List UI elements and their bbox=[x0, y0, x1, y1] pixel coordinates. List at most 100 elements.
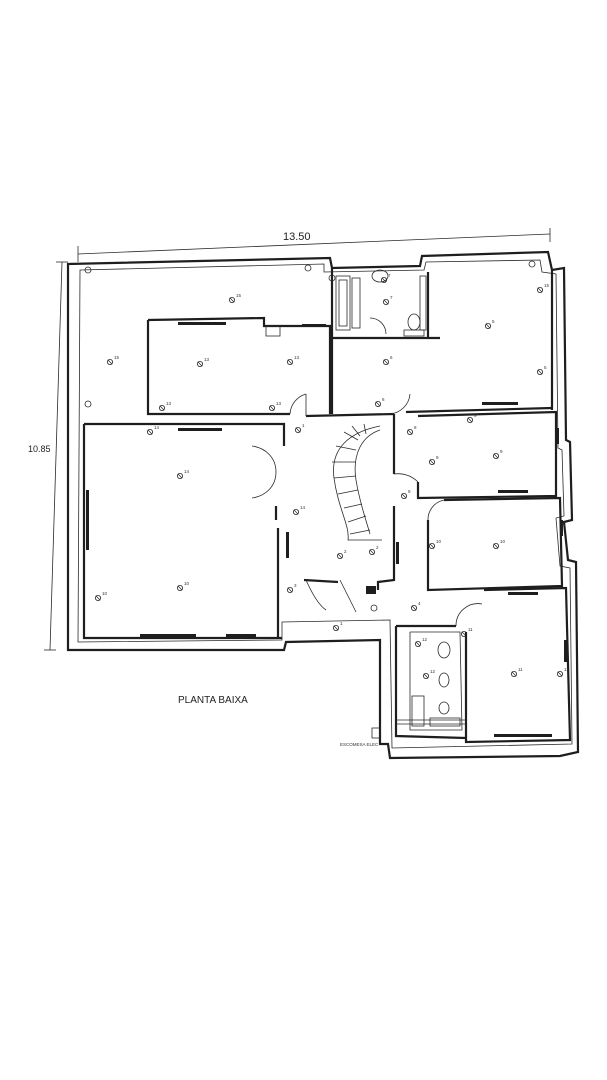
light-point-icon bbox=[466, 416, 473, 423]
light-point-icon bbox=[428, 543, 435, 550]
light-point-icon bbox=[484, 322, 491, 329]
light-point-label: 11 bbox=[518, 667, 523, 672]
light-point: 14 bbox=[146, 425, 160, 435]
light-point: 6 bbox=[374, 397, 385, 407]
light-point: 10 bbox=[492, 539, 506, 550]
light-point-icon bbox=[158, 404, 165, 411]
light-point-label: 14 bbox=[184, 469, 190, 474]
light-point: 5 bbox=[484, 319, 495, 329]
dimension-height: 10.85 bbox=[28, 444, 51, 454]
light-point: 12 bbox=[422, 669, 436, 680]
light-point: 9 bbox=[428, 455, 439, 465]
light-point-icon bbox=[146, 428, 153, 435]
light-point-icon bbox=[492, 543, 499, 550]
light-point-label: 7 bbox=[388, 273, 391, 278]
light-point: 14 bbox=[176, 469, 190, 479]
light-point-icon bbox=[368, 549, 375, 556]
light-point: 9 bbox=[492, 449, 503, 459]
light-point-label: 9 bbox=[500, 449, 503, 454]
light-point-label: 11 bbox=[468, 627, 473, 632]
light-point: 7 bbox=[382, 295, 393, 305]
corner-fixtures bbox=[84, 260, 536, 739]
light-point-label: 10 bbox=[500, 539, 506, 544]
light-point-icon bbox=[294, 426, 301, 433]
spiral-staircase bbox=[332, 423, 382, 541]
light-point-label: 7 bbox=[390, 295, 393, 300]
light-point-label: 8 bbox=[414, 425, 417, 430]
light-point-icon bbox=[228, 296, 235, 303]
light-point-label: 13 bbox=[276, 401, 282, 406]
light-point-label: 13 bbox=[204, 357, 210, 362]
sanitary-fixtures bbox=[335, 269, 466, 727]
door-swings bbox=[251, 317, 483, 627]
light-point-icon bbox=[286, 358, 293, 365]
light-point: 10 bbox=[176, 581, 190, 592]
light-point-icon bbox=[557, 671, 564, 678]
light-point-label: 5 bbox=[492, 319, 495, 324]
light-point-label: 5 bbox=[544, 365, 547, 370]
light-point: 14 bbox=[292, 505, 306, 515]
light-point-label: 13 bbox=[294, 355, 300, 360]
light-point-icon bbox=[286, 587, 293, 594]
light-point-label: 9 bbox=[436, 455, 439, 460]
light-point: 13 bbox=[268, 401, 282, 411]
light-point-icon bbox=[107, 358, 114, 365]
windows bbox=[86, 322, 567, 737]
light-point-icon bbox=[382, 298, 389, 305]
light-point-label: 2 bbox=[344, 549, 347, 554]
light-point-label: 12 bbox=[430, 669, 436, 674]
light-point-label: 1 bbox=[340, 621, 343, 626]
light-point-label: 9 bbox=[408, 489, 411, 494]
light-point: 3 bbox=[286, 583, 297, 594]
light-point: 1 bbox=[294, 423, 305, 433]
light-point-icon bbox=[332, 625, 339, 632]
light-point: 7 bbox=[380, 273, 391, 283]
light-point-label: 14 bbox=[154, 425, 160, 430]
light-point-label: 13 bbox=[166, 401, 172, 406]
light-point-icon bbox=[406, 428, 413, 435]
light-point: 15 bbox=[228, 293, 242, 303]
legend-note: ESCOMESA ELEC bbox=[340, 742, 379, 747]
light-point-icon bbox=[176, 472, 183, 479]
light-point: 11 bbox=[510, 667, 523, 678]
light-point: 5 bbox=[537, 365, 547, 375]
light-point: 15 bbox=[107, 355, 120, 365]
light-point: 8 bbox=[406, 425, 417, 435]
light-point-label: 11 bbox=[564, 667, 569, 672]
light-point: 10 bbox=[428, 539, 442, 550]
light-point-label: 14 bbox=[300, 505, 306, 510]
light-point-label: 4 bbox=[418, 601, 421, 606]
plan-title: PLANTA BAIXA bbox=[178, 695, 248, 706]
light-point-icon bbox=[400, 492, 407, 499]
light-point-icon bbox=[176, 585, 183, 592]
light-point: 10 bbox=[95, 591, 108, 602]
light-point-label: 2 bbox=[376, 545, 379, 550]
light-point-icon bbox=[422, 673, 429, 680]
dimension-lines bbox=[44, 228, 551, 651]
light-point: 4 bbox=[410, 601, 421, 612]
light-point-icon bbox=[428, 458, 435, 465]
light-point-icon bbox=[268, 404, 275, 411]
light-point-icon bbox=[374, 400, 381, 407]
light-point: 2 bbox=[336, 549, 347, 560]
light-point-icon bbox=[460, 631, 467, 638]
light-point-icon bbox=[380, 276, 387, 283]
light-point-label: 3 bbox=[294, 583, 297, 588]
interior-walls bbox=[82, 268, 572, 744]
light-point: 13 bbox=[286, 355, 300, 365]
light-point-icon bbox=[537, 286, 544, 293]
outer-walls bbox=[66, 250, 580, 760]
light-point: 13 bbox=[196, 357, 210, 367]
light-point-icon bbox=[510, 671, 517, 678]
light-point-label: 10 bbox=[184, 581, 190, 586]
light-point: 2 bbox=[368, 545, 379, 556]
light-point-icon bbox=[537, 368, 544, 375]
light-point: 13 bbox=[158, 401, 172, 411]
light-point: 15 bbox=[537, 283, 550, 293]
light-point-icon bbox=[292, 508, 299, 515]
light-point-icon bbox=[336, 553, 343, 560]
light-point-label: 10 bbox=[436, 539, 442, 544]
light-point-label: 15 bbox=[544, 283, 550, 288]
